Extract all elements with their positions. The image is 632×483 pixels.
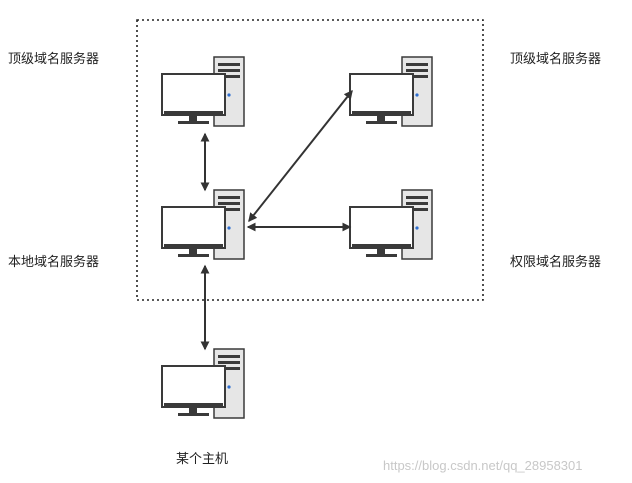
watermark: https://blog.csdn.net/qq_28958301 xyxy=(383,458,583,473)
dotted-boundary xyxy=(136,19,484,301)
label-host: 某个主机 xyxy=(176,452,229,467)
label-top-level-server-left: 顶级域名服务器 xyxy=(8,52,100,67)
top-left-server-icon xyxy=(161,56,245,127)
top-right-server-icon xyxy=(349,56,433,127)
label-top-level-server-right: 顶级域名服务器 xyxy=(510,52,602,67)
local-server-icon xyxy=(161,189,245,260)
label-authoritative-server: 权限域名服务器 xyxy=(510,255,602,270)
host-computer-icon xyxy=(161,348,245,419)
arrow-local-top-right xyxy=(248,89,353,223)
label-local-server: 本地域名服务器 xyxy=(8,255,100,270)
authoritative-server-icon xyxy=(349,189,433,260)
